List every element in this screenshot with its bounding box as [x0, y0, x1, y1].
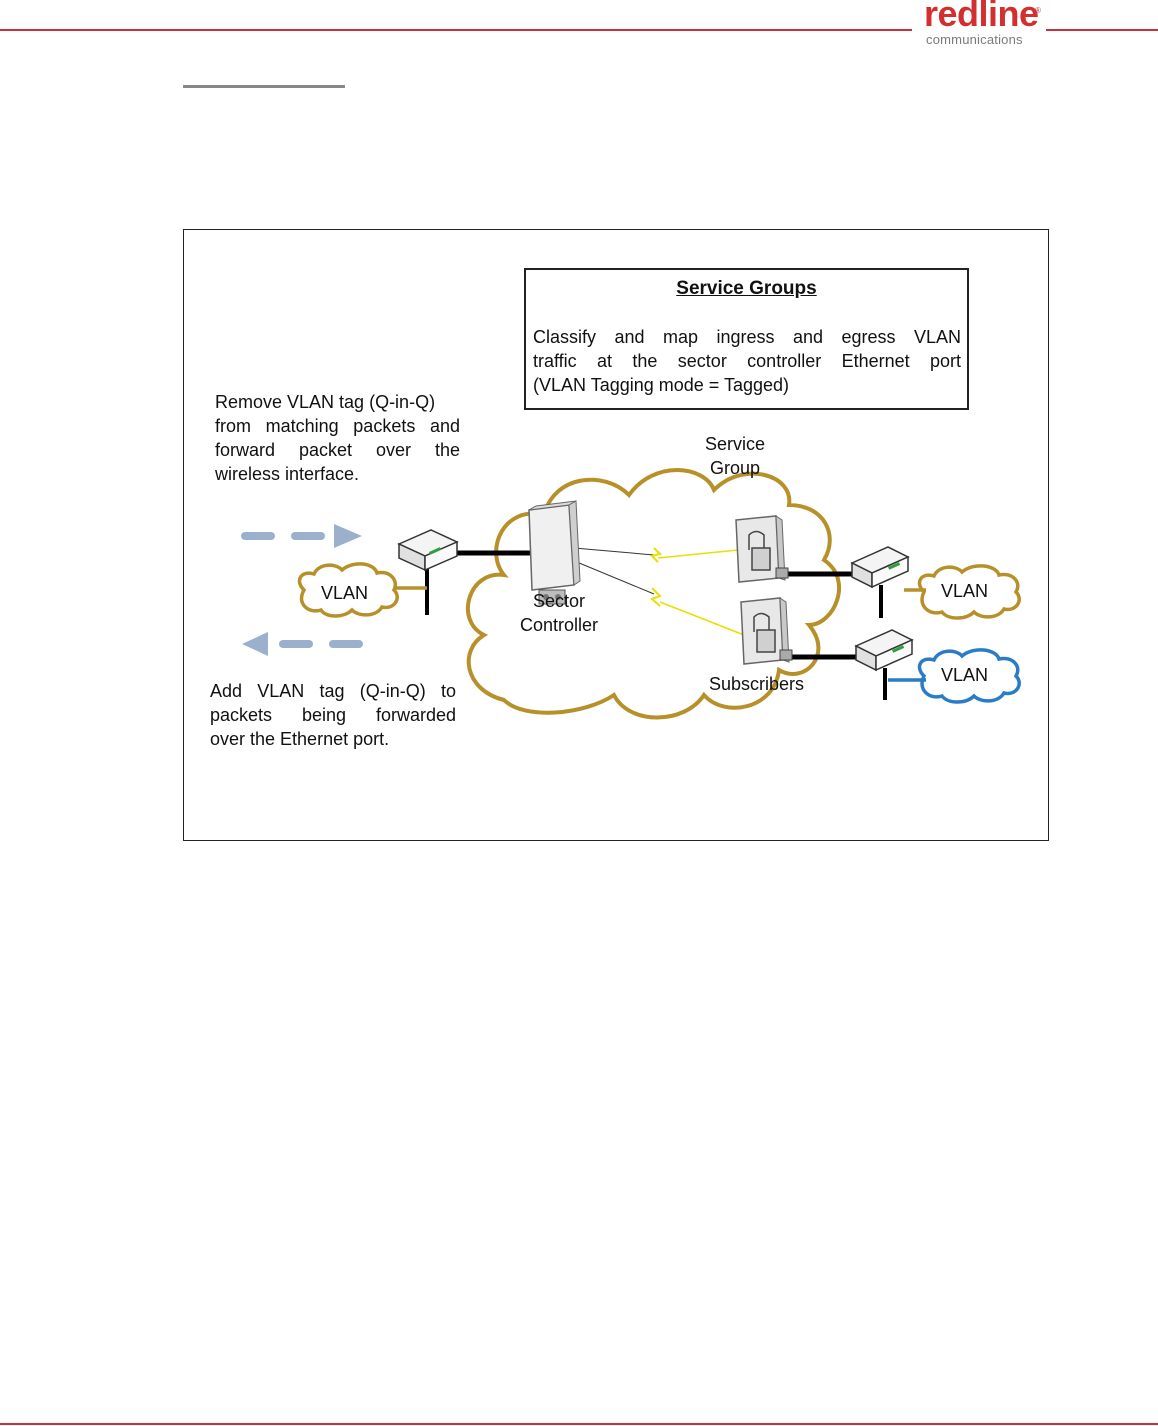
wireless-link-1	[574, 548, 738, 562]
vlan-label-right-top: VLAN	[941, 579, 988, 603]
remove-tag-annotation: Remove VLAN tag (Q-in-Q) from matching p…	[215, 390, 460, 486]
section-heading-rule	[183, 85, 345, 88]
footer-rule	[0, 1423, 1158, 1425]
remove-tag-line-2: from matching packets and	[215, 414, 460, 438]
service-groups-description: Classify and map ingress and egress VLAN…	[533, 325, 961, 397]
service-group-label: Service Group	[689, 432, 781, 480]
logo-wordmark: redline	[924, 0, 1039, 32]
vlan-label-left: VLAN	[321, 581, 368, 605]
add-tag-line-3: over the Ethernet port.	[210, 727, 456, 751]
header-rule-right	[1046, 29, 1158, 31]
vlan-label-right-bottom: VLAN	[941, 663, 988, 687]
ethernet-switch-right-bottom	[856, 630, 912, 670]
subscriber-device-1	[736, 516, 788, 582]
redline-logo: redline ® communications	[922, 0, 1046, 50]
service-groups-line-2: traffic at the sector controller Etherne…	[533, 349, 961, 373]
sector-controller-label-line-1: Sector	[506, 589, 612, 613]
remove-tag-line-3: forward packet over the	[215, 438, 460, 462]
service-groups-figure: Service Groups Classify and map ingress …	[183, 229, 1049, 841]
header-rule-left	[0, 29, 912, 31]
service-groups-line-1: Classify and map ingress and egress VLAN	[533, 325, 961, 349]
add-tag-annotation: Add VLAN tag (Q-in-Q) to packets being f…	[210, 679, 456, 751]
service-groups-line-3: (VLAN Tagging mode = Tagged)	[533, 373, 961, 397]
logo-registered-mark: ®	[1035, 6, 1041, 15]
service-groups-title: Service Groups	[526, 278, 967, 300]
subscriber-device-2	[741, 598, 792, 664]
service-group-label-line-1: Service	[689, 432, 781, 456]
add-tag-line-1: Add VLAN tag (Q-in-Q) to	[210, 679, 456, 703]
ethernet-switch-left	[399, 530, 457, 570]
sector-controller-label: Sector Controller	[506, 589, 612, 637]
sector-controller-label-line-2: Controller	[506, 613, 612, 637]
remove-tag-line-4: wireless interface.	[215, 462, 460, 486]
egress-arrow-right	[241, 524, 362, 548]
service-groups-box: Service Groups Classify and map ingress …	[524, 268, 969, 410]
subscribers-label: Subscribers	[709, 672, 804, 696]
service-group-label-line-2: Group	[689, 456, 781, 480]
ethernet-switch-right-top	[852, 547, 908, 587]
remove-tag-line-1: Remove VLAN tag (Q-in-Q)	[215, 390, 460, 414]
logo-tagline: communications	[926, 32, 1023, 47]
ingress-arrow-left	[242, 632, 363, 656]
add-tag-line-2: packets being forwarded	[210, 703, 456, 727]
